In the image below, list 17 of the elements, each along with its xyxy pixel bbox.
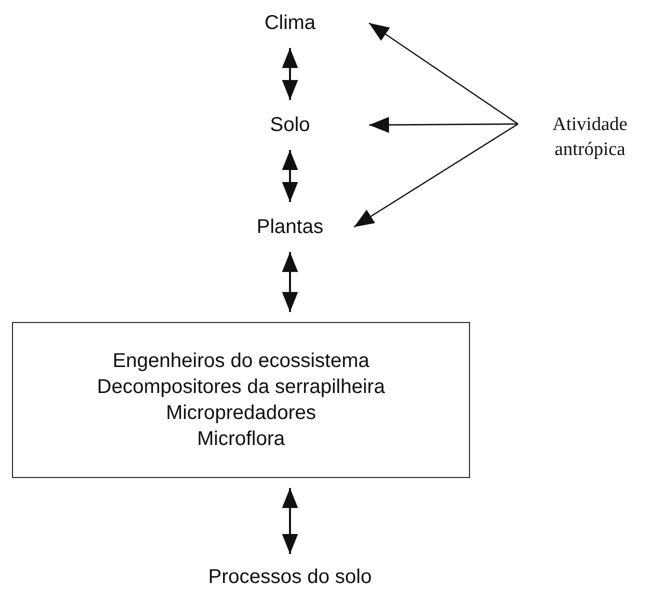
node-label: Plantas [256,215,324,240]
double-arrow [282,150,298,202]
node-label: Clima [264,11,316,36]
arrow [369,116,518,133]
double-arrow [282,252,298,312]
node-label: Atividade antrópica [552,113,628,162]
double-arrow [282,488,298,554]
node-label: Decompositores da serrapilheira [97,375,385,400]
node-label: Engenheiros do ecossistema [112,349,370,374]
node-label: Micropredadores [166,401,316,426]
node-label: Microflora [197,427,285,452]
node-label: Solo [270,113,310,138]
double-arrow [282,48,298,100]
node-label: Processos do solo [208,565,372,590]
arrow [354,123,518,228]
arrow [368,22,518,125]
process-box [12,322,470,478]
